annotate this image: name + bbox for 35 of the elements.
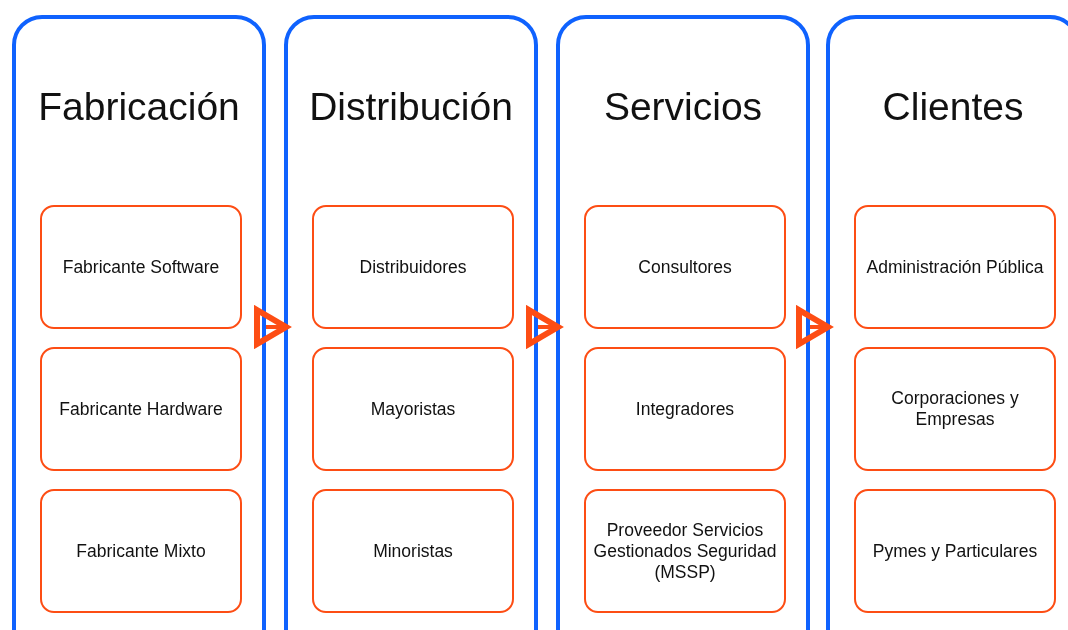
category-box (40, 489, 242, 613)
column-panel (12, 15, 266, 630)
column-heading: Servicios (602, 85, 764, 129)
arrow (526, 307, 561, 347)
box-label: Mayoristas (369, 398, 457, 420)
category-box (584, 347, 786, 471)
category-box (40, 205, 242, 329)
category-box (584, 489, 786, 613)
box-label: Distribuidores (358, 256, 468, 278)
box-label: Pymes y Particulares (871, 540, 1039, 562)
box-label: Consultores (637, 256, 733, 278)
category-box (584, 205, 786, 329)
column-heading: Clientes (881, 85, 1025, 129)
box-label: Integradores (634, 398, 736, 420)
category-box (312, 489, 514, 613)
box-label: Proveedor Servicios Gestionados Seguridad (MSSP) (592, 519, 778, 583)
category-box (854, 347, 1056, 471)
box-label: Administración Pública (865, 256, 1045, 278)
column-heading: Fabricación (37, 85, 241, 129)
column-panel (556, 15, 810, 630)
column-heading: Distribución (308, 85, 514, 129)
category-box (40, 347, 242, 471)
category-box (312, 347, 514, 471)
category-box (854, 489, 1056, 613)
box-label: Fabricante Hardware (58, 398, 224, 420)
column-panel (826, 15, 1068, 630)
column-panel (284, 15, 538, 630)
category-box (312, 205, 514, 329)
box-label: Fabricante Software (61, 256, 221, 278)
category-box (854, 205, 1056, 329)
box-label: Fabricante Mixto (75, 540, 207, 562)
arrow (254, 307, 289, 347)
arrow (796, 307, 831, 347)
box-label: Corporaciones y Empresas (890, 388, 1020, 430)
box-label: Minoristas (372, 540, 454, 562)
